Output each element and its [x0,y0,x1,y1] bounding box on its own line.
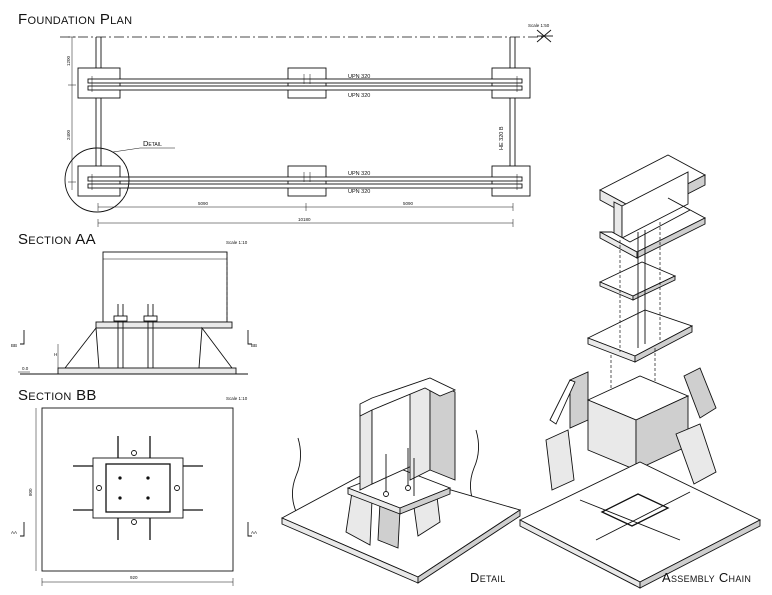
column-label: HE 320 B [499,126,505,150]
stiffener-plan-lines [73,436,203,540]
right-stiffener [198,326,233,369]
beam-label-3: UPN 320 [348,171,370,177]
section-aa-scale: Scale 1:10 [226,240,248,245]
dim-left-top: 1200 [66,55,71,66]
north-arrow-icon [536,29,553,43]
section-bb-marker-right: AA [251,530,257,535]
detail-isometric: Detail [280,377,522,585]
section-aa-marker-left: BB [11,343,17,348]
dim-total: 10180 [298,217,311,222]
top-plate [95,321,233,329]
assembly-chain: Assembly Chain [518,154,762,589]
plan-bolt-marks [91,74,518,190]
detail-title: Detail [470,570,506,585]
anchor-bolts [113,304,158,374]
foundation-plan: Foundation Plan Scale 1:50 [18,11,553,227]
assembly-stiffener-3 [545,429,575,491]
detail-callout-label: Detail [143,139,162,148]
section-bb-title: Section BB [18,387,97,404]
column-footprint [105,463,171,513]
level-label: 0.0 [22,366,29,371]
plan-scale-label: Scale 1:50 [528,23,550,28]
dim-span-right: 5090 [403,201,414,206]
detail-column-flange-front [359,403,373,491]
detail-bolts [383,448,415,497]
base-plate-plan [41,407,234,572]
section-aa-title: Section AA [18,231,96,248]
column-elevation [102,251,228,323]
plan-horizontal-dimensions [97,203,514,227]
beam-label-2: UPN 320 [348,93,370,99]
detail-callout-leader [112,147,141,153]
left-stiffener [64,326,100,369]
assembly-stiffener-1 [569,371,589,429]
dim-height: 800 [28,488,33,496]
dim-span-left: 5090 [198,201,209,206]
height-label: H [54,352,57,357]
assembly-stiffener-4 [675,423,717,485]
plan-vertical-dimensions [68,36,76,190]
base-plate [57,367,237,375]
section-bb: Section BB Scale 1:10 800 [11,387,257,586]
section-bb-marker-left: AA [11,530,17,535]
assembly-chain-title: Assembly Chain [662,570,751,585]
plate-holes [96,450,180,525]
upn-beams [87,78,523,189]
section-bb-scale: Scale 1:10 [226,396,248,401]
foundation-plan-title: Foundation Plan [18,11,132,28]
section-aa-marker-right: BB [251,343,257,348]
top-plate-plan [92,457,184,519]
detail-callout-circle [64,147,130,213]
assembly-stiffener-2 [683,367,717,419]
section-aa: Section AA Scale 1:10 H 0.0 BB BB [11,231,257,375]
assembly-slot-cross [579,491,691,541]
beam-label-1: UPN 320 [348,74,370,80]
dim-left-mid: 2400 [66,129,71,140]
dim-width: 920 [130,575,138,580]
beam-label-4: UPN 320 [348,189,370,195]
